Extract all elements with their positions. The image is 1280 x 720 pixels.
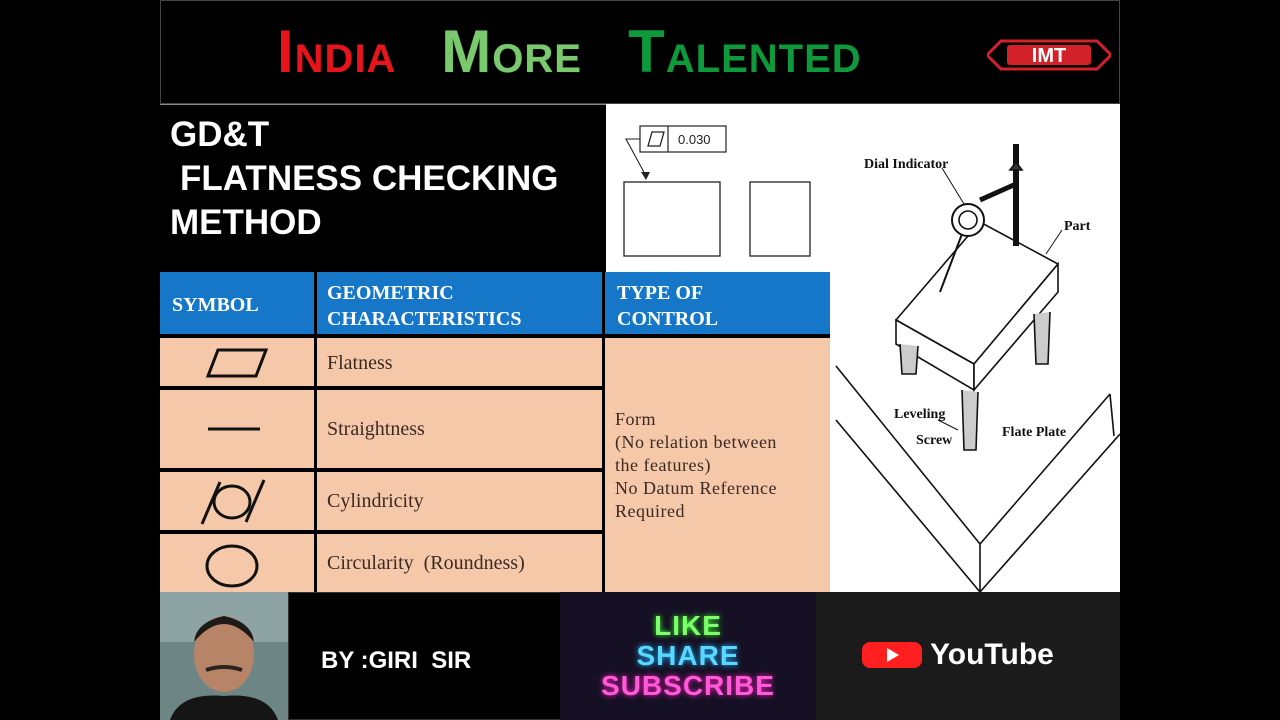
title-initial-1: I [277, 18, 295, 85]
characteristic-cell: Cylindricity [317, 472, 602, 530]
characteristic-cell: Straightness [317, 390, 602, 468]
table-row [160, 472, 314, 530]
control-line-1: Form [615, 409, 657, 429]
header-geo-line2: CHARACTERISTICS [327, 308, 522, 330]
feature-control-drawing: 0.030 [606, 104, 830, 272]
header-characteristics: GEOMETRIC CHARACTERISTICS [317, 272, 602, 334]
characteristic-flatness: Flatness [327, 352, 393, 374]
control-line-4: No Datum Reference [615, 478, 777, 498]
table-row [160, 338, 314, 386]
flatness-setup-illustration: Dial Indicator Part Leveling Screw Flate… [830, 104, 1121, 594]
like-share-subscribe-panel: LIKE SHARE SUBSCRIBE [560, 592, 816, 720]
flatness-frame-icon [647, 131, 665, 147]
part-side-view [749, 181, 811, 257]
label-screw: Screw [916, 433, 953, 448]
control-line-3: the features) [615, 455, 711, 475]
channel-title: INDIA MORE TALENTED [277, 17, 862, 86]
header-symbol: SYMBOL [160, 272, 314, 334]
feature-control-frame: 0.030 [639, 125, 727, 153]
header-type-line1: TYPE OF [617, 282, 704, 304]
heading-line-3: METHOD [170, 203, 322, 242]
tolerance-value: 0.030 [678, 132, 711, 147]
characteristic-circularity: Circularity (Roundness) [327, 552, 525, 574]
neon-share: SHARE [636, 640, 740, 671]
control-line-2: (No relation between [615, 432, 777, 452]
title-rest-3: ALENTED [665, 37, 862, 81]
table-row [160, 390, 314, 468]
topic-heading: GD&T FLATNESS CHECKING METHOD [160, 104, 606, 273]
thumbnail-frame: INDIA MORE TALENTED IMT GD&T FLATNESS CH… [160, 0, 1121, 720]
cylindricity-icon [200, 479, 266, 525]
characteristic-cell: Circularity (Roundness) [317, 534, 602, 592]
neon-subscribe: SUBSCRIBE [601, 670, 775, 701]
imt-logo: IMT [987, 39, 1111, 71]
title-initial-3: T [628, 18, 666, 85]
straightness-icon [208, 427, 260, 431]
part-front-view [623, 181, 721, 257]
title-rest-2: ORE [492, 37, 582, 81]
characteristic-cylindricity: Cylindricity [327, 490, 424, 512]
table-row [160, 534, 314, 592]
title-rest-1: NDIA [294, 37, 395, 81]
dial-indicator [951, 203, 985, 237]
youtube-panel: YouTube [816, 592, 1120, 720]
label-leveling: Leveling [894, 407, 945, 422]
characteristic-straightness: Straightness [327, 418, 425, 440]
youtube-play-icon [862, 642, 922, 668]
circularity-icon [205, 544, 259, 588]
heading-line-1: GD&T [170, 115, 270, 154]
header-control: TYPE OF CONTROL [605, 272, 830, 334]
logo-text: IMT [1032, 45, 1066, 67]
neon-like: LIKE [654, 610, 722, 641]
characteristic-cell: Flatness [317, 338, 602, 386]
leveling-screw [899, 343, 919, 375]
control-cell: Form (No relation between the features) … [605, 338, 830, 592]
flatness-icon [205, 348, 269, 378]
header-geo-line1: GEOMETRIC [327, 282, 454, 304]
control-line-5: Required [615, 501, 685, 521]
gdt-characteristics-table: SYMBOL GEOMETRIC CHARACTERISTICS TYPE OF… [160, 272, 830, 592]
author-text: BY :GIRI SIR [321, 647, 472, 674]
label-part: Part [1064, 219, 1091, 234]
youtube-wordmark: YouTube [930, 638, 1054, 671]
presenter-photo [160, 592, 288, 720]
leader-line [625, 138, 647, 177]
title-initial-2: M [441, 18, 493, 85]
heading-line-2: FLATNESS CHECKING [180, 159, 559, 198]
label-flate-plate: Flate Plate [1002, 425, 1066, 440]
header-type-line2: CONTROL [617, 308, 719, 330]
header-banner: INDIA MORE TALENTED IMT [160, 0, 1120, 104]
label-dial-indicator: Dial Indicator [864, 157, 948, 172]
